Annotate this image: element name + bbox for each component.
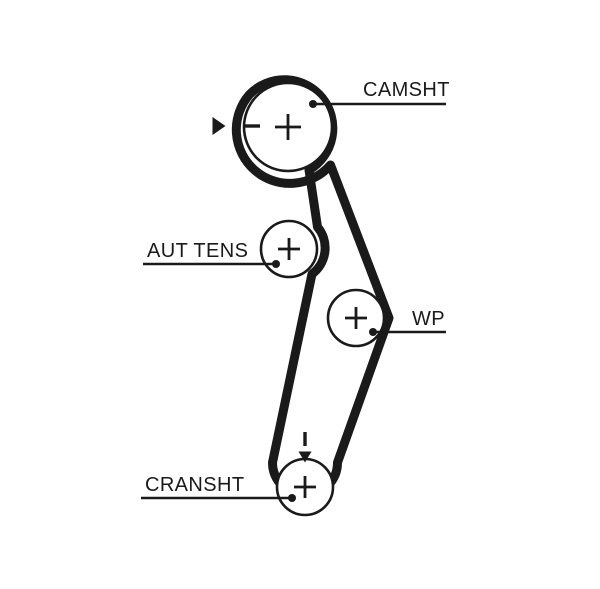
- water-pump-label: WP: [412, 308, 445, 330]
- label-water-pump: WP: [369, 308, 446, 336]
- crankshaft-timing-arrow-icon: [298, 451, 312, 463]
- pulley-group: [242, 81, 386, 517]
- camshaft-leader-dot: [309, 100, 317, 108]
- label-camshaft: CAMSHT: [309, 79, 450, 108]
- camshaft-label: CAMSHT: [363, 79, 450, 101]
- camshaft-timing-arrow-icon: [212, 117, 226, 135]
- pulley-water-pump[interactable]: [326, 288, 386, 348]
- auto-tensioner-leader-dot: [272, 260, 280, 268]
- water-pump-leader-dot: [369, 328, 377, 336]
- leader-group: CAMSHT AUT TENS WP CRANSHT: [141, 79, 450, 502]
- pulley-auto-tensioner[interactable]: [259, 219, 319, 279]
- crankshaft-label: CRANSHT: [145, 474, 244, 496]
- label-auto-tensioner: AUT TENS: [143, 240, 280, 268]
- timing-marker-group: [212, 117, 312, 463]
- pulley-crankshaft[interactable]: [275, 457, 335, 517]
- auto-tensioner-label: AUT TENS: [147, 240, 248, 262]
- label-crankshaft: CRANSHT: [141, 474, 296, 502]
- crankshaft-leader-dot: [288, 494, 296, 502]
